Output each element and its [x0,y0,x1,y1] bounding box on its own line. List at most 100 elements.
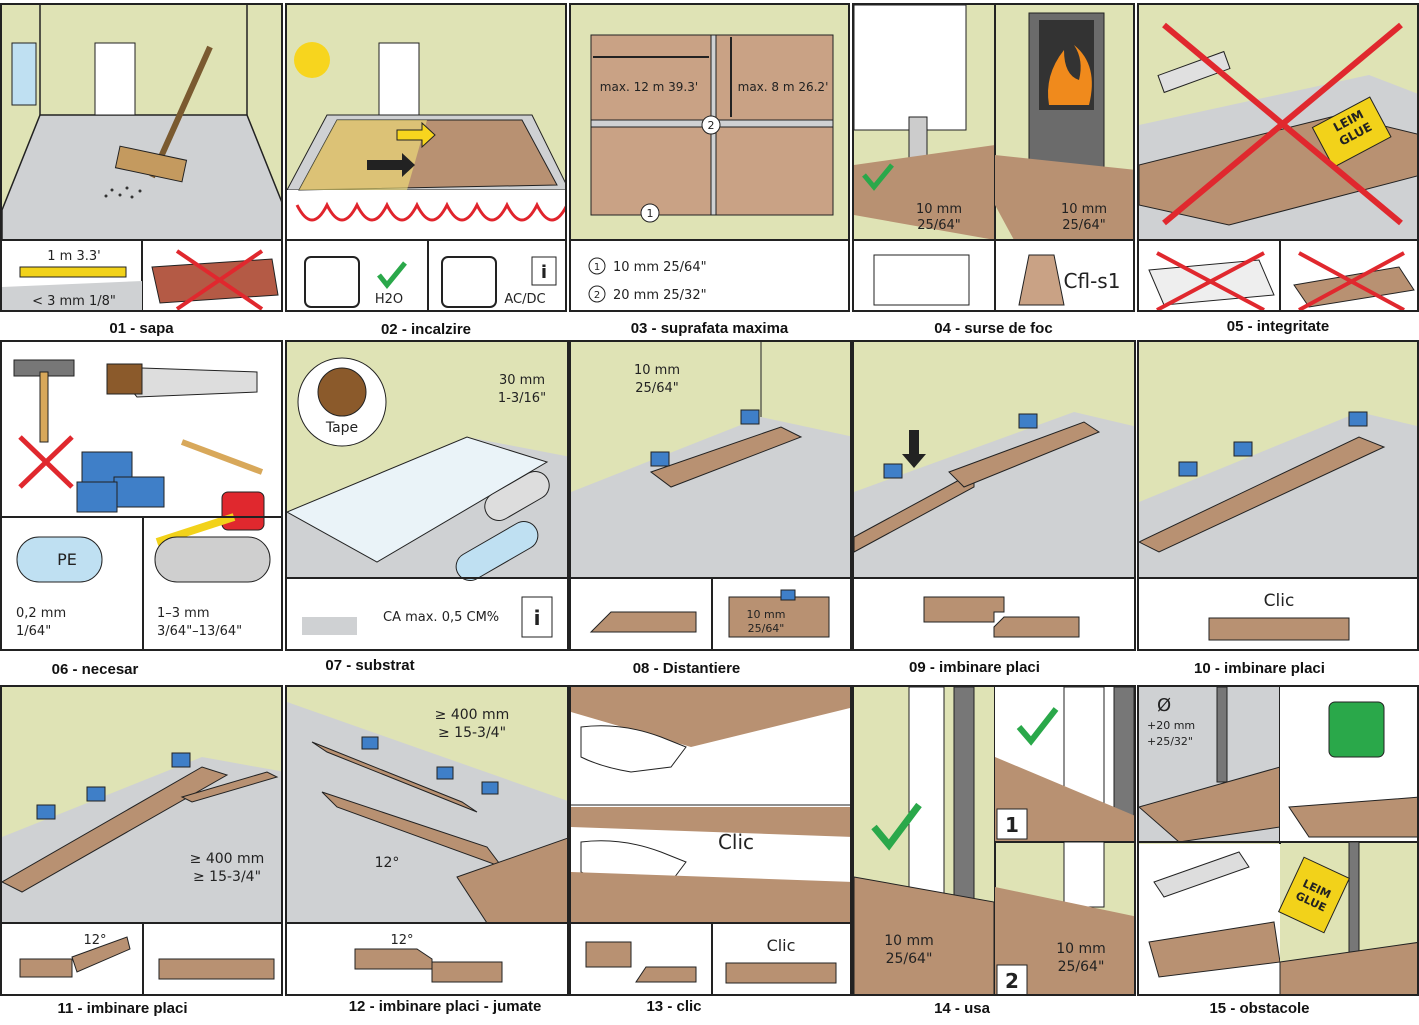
panel-03-illustration: max. 12 m 39.3' max. 8 m 26.2' 2 1 1 10 … [571,5,848,303]
info-icon [521,596,553,638]
extra-mm: +20 mm [1147,719,1195,732]
check-icon [377,261,407,289]
caption-10: 10 - imbinare placi [1194,660,1325,677]
hand-icon [580,725,687,773]
caption-08: 08 - Distantiere [632,660,741,677]
dist-mm: ≥ 400 mm [435,707,510,723]
caption-03: 03 - suprafata maxima [630,320,789,337]
heating-coil-icon [295,201,565,222]
door-icon [94,42,136,116]
spacer-icon [171,752,191,768]
gap2-in: 25/64" [748,622,785,635]
check-icon [871,802,922,851]
pe-label: PE [57,550,77,569]
clic-small: Clic [767,936,796,955]
caption-11: 11 - imbinare placi [57,1000,188,1017]
underlay-thickness-mm: 1–3 mm [157,606,210,621]
spacer-blocks-icon [76,451,165,513]
saw-icon [1153,851,1250,898]
check-icon [862,163,894,191]
arrow-yellow-icon [396,121,436,149]
panel-02-incalzire: H2O i AC/DC [285,3,567,312]
width-max: max. 8 m 26.2' [738,80,829,94]
caption-04: 04 - surse de foc [934,320,1053,337]
step-2: 2 [1005,969,1019,993]
diameter-sign: Ø [1157,695,1171,716]
caption-09: 09 - imbinare placi [909,659,1040,676]
spacer-icon [86,786,106,802]
panel-02-illustration: H2O i AC/DC [287,5,565,310]
panel-14-usa: 10 mm 25/64" 1 2 10 mm 25/64" [852,685,1136,996]
overlap-in: 1-3/16" [498,391,546,406]
gap-mm: 10 mm [634,363,680,378]
angle-label-2: 12° [390,933,413,948]
panel-05-integritate: LEIM GLUE [1137,3,1419,312]
gap-b-mm: 10 mm [1061,202,1107,217]
panel-05-illustration: LEIM GLUE [1139,5,1417,310]
panel-06-illustration: PE 0,2 mm 1/64" 1–3 mm 3/64"–13/64" [2,359,281,649]
arrow-down-icon [902,430,926,468]
fire-icon [1048,45,1092,105]
svg-text:1: 1 [594,262,600,273]
arrow-black-icon [367,153,415,177]
panel-03-suprafata: max. 12 m 39.3' max. 8 m 26.2' 2 1 1 10 … [569,3,850,312]
gap-2: 20 mm 25/32" [613,288,707,303]
panel-04-illustration: 10 mm 25/64" 10 mm 25/64" Cfl-s1 [854,5,1133,310]
spacer-icon [436,766,454,780]
pe-roll-icon [455,521,539,581]
ca-max: CA max. 0,5 CM% [383,610,499,625]
kitchen-unit-icon [854,5,967,131]
broom-icon [114,145,188,183]
pe-roll-icon [16,536,103,583]
panel-06-necesar: PE 0,2 mm 1/64" 1–3 mm 3/64"–13/64" [0,340,283,651]
panel-12-illustration: ≥ 400 mm ≥ 15-3/4" 12° 12° [287,687,567,983]
angle-label: 12° [83,933,106,948]
drill-icon [1328,701,1385,758]
caption-13: 13 - clic [646,998,702,1015]
svg-text:2: 2 [594,290,600,301]
spacer-icon [740,409,760,425]
underlay-roll-icon [484,471,550,521]
gap-a-in: 25/64" [917,218,960,233]
svg-text:i: i [541,262,547,283]
caption-01: 01 - sapa [109,320,174,337]
caption-12: 12 - imbinare placi - jumate [348,998,542,1015]
panel-08-illustration: 10 mm 25/64" 10 mm 25/64" [571,342,850,649]
tape-icon [317,367,367,417]
panel-13-illustration: Clic Clic [571,687,850,994]
panel-04-surse-foc: 10 mm 25/64" 10 mm 25/64" Cfl-s1 [852,3,1135,312]
level-tolerance: < 3 mm 1/8" [32,294,116,309]
dist-in: ≥ 15-3/4" [438,725,506,741]
underlay-thickness-in: 3/64"–13/64" [157,624,242,639]
glue-bottle-icon [1311,96,1392,169]
electric-heating-icon [441,256,497,308]
gap-in: 25/64" [635,381,678,396]
fire-class: Cfl-s1 [1064,269,1121,293]
panel-09-imbinare [852,340,1136,651]
panel-12-jumate: ≥ 400 mm ≥ 15-3/4" 12° 12° [285,685,569,996]
panel-10-imbinare: Clic [1137,340,1419,651]
caption-02: 02 - incalzire [380,321,472,338]
step-1: 1 [1005,813,1019,837]
spacer-icon [481,781,499,795]
caption-06: 06 - necesar [51,661,139,678]
level-icon [19,266,127,278]
panel-01-sapa: 1 m 3.3' < 3 mm 1/8" [0,3,283,312]
water-label: H2O [375,292,403,307]
overlap-mm: 30 mm [499,373,545,388]
length-max: max. 12 m 39.3' [600,80,698,94]
panel-07-illustration: Tape 30 mm 1-3/16" CA max. 0,5 CM% i [287,342,567,638]
gap-b-in: 25/64" [1062,218,1105,233]
panel-01-illustration: 1 m 3.3' < 3 mm 1/8" [2,5,281,310]
gap-1: 10 mm 25/64" [613,260,707,275]
pencil-icon [180,439,264,475]
panel-11-imbinare: ≥ 400 mm ≥ 15-3/4" 12° [0,685,283,996]
caption-15: 15 - obstacole [1209,1000,1310,1017]
marker-1: 1 [647,207,654,220]
clic-big: Clic [718,830,754,854]
underlay-roll-icon [154,536,271,583]
check-icon [1016,707,1059,746]
tape-label: Tape [325,420,358,436]
tape-measure-icon [221,491,265,531]
caption-05: 05 - integritate [1226,318,1330,335]
